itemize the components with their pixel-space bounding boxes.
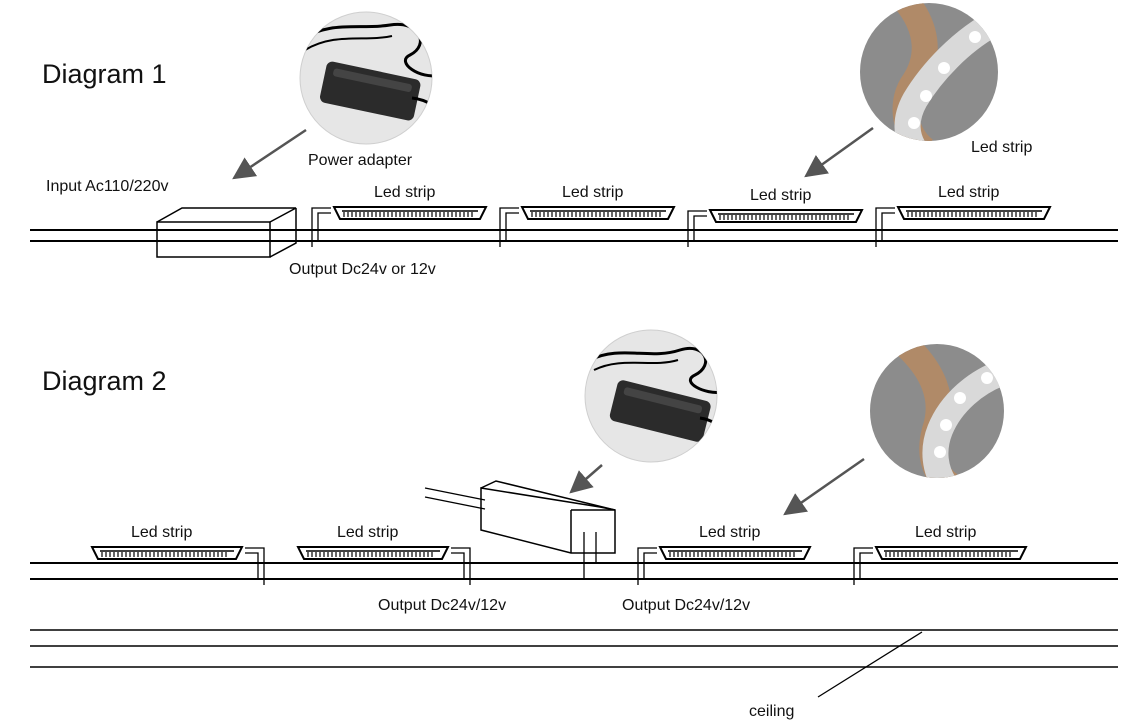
power-adapter-photo-icon [585, 330, 726, 462]
input-label: Input Ac110/220v [46, 178, 168, 195]
power-adapter-label: Power adapter [308, 152, 413, 169]
arrow-to-strip [785, 459, 864, 514]
power-adapter-box [157, 208, 296, 257]
power-adapter-box [481, 481, 615, 553]
led-strip: Led strip [854, 524, 1026, 585]
led-strip-label: Led strip [915, 524, 976, 541]
led-strip-photo-icon [860, 0, 1000, 150]
led-strip: Led strip [876, 184, 1050, 247]
led-strip-label: Led strip [750, 187, 811, 204]
power-adapter-photo-icon [300, 12, 445, 144]
led-strip-label: Led strip [374, 184, 435, 201]
output-label-right: Output Dc24v/12v [622, 597, 750, 614]
arrow-to-strip [806, 128, 873, 176]
led-strip-photo-label: Led strip [971, 139, 1032, 156]
ceiling-label: ceiling [749, 703, 794, 720]
led-strip: Led strip [92, 524, 264, 585]
diagram1-title: Diagram 1 [42, 59, 167, 89]
led-strip-label: Led strip [131, 524, 192, 541]
diagram2-title: Diagram 2 [42, 366, 167, 396]
led-strip: Led strip [312, 184, 486, 247]
led-strip-label: Led strip [938, 184, 999, 201]
output-label: Output Dc24v or 12v [289, 261, 436, 278]
output-label-left: Output Dc24v/12v [378, 597, 506, 614]
led-strip-photo-icon [870, 340, 1010, 485]
led-strip-label: Led strip [562, 184, 623, 201]
led-strip: Led strip [638, 524, 810, 585]
ceiling-pointer [818, 632, 922, 697]
led-strip-label: Led strip [699, 524, 760, 541]
led-strip-label: Led strip [337, 524, 398, 541]
arrow-to-adapter [571, 465, 602, 492]
arrow-to-adapter [234, 130, 306, 178]
led-strip: Led strip [688, 187, 862, 247]
led-strip: Led strip [500, 184, 674, 247]
led-strip: Led strip [298, 524, 470, 585]
